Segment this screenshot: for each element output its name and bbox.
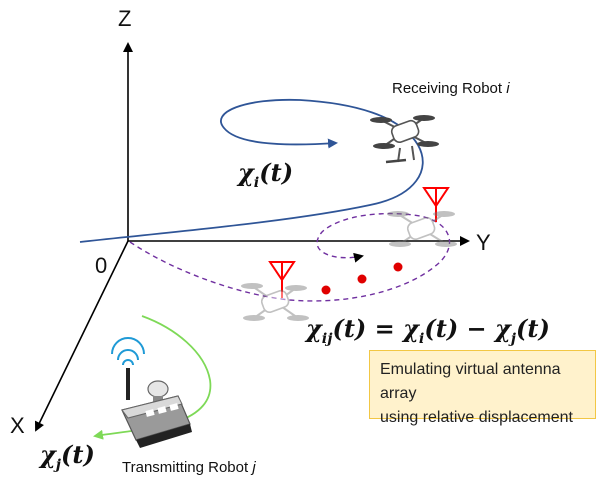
chi-i-label: χi(t) [238,158,293,191]
eq-minus: − [458,314,495,343]
origin-label: 0 [95,253,108,278]
receiving-robot-label: Receiving Robot i [392,80,510,97]
x-axis [35,240,129,432]
receiving-drone-icon [370,115,439,164]
transmitting-robot-text: Transmitting Robot [122,459,253,476]
virtual-element-dot [393,262,403,272]
chi-i-arg: (t) [259,158,294,187]
callout-line-2: using relative displacement [380,409,573,426]
eq-t2-symbol: χ [495,314,511,343]
eq-t1-arg: (t) [424,314,459,343]
z-axis-label: Z [118,6,132,31]
virtual-element-dot [321,285,331,295]
eq-t2-arg: (t) [516,314,550,343]
transmitting-robot-icon [111,337,192,448]
equation: χij(t) = χi(t) − χj(t) [306,314,550,347]
eq-t2-sub: j [510,329,517,347]
antenna-icon [422,187,450,222]
transmitting-robot-index: j [252,459,256,476]
antenna-icon [268,261,296,298]
eq-lhs-sub: ij [321,329,333,347]
chi-i-symbol: χ [238,158,254,187]
receiving-robot-text: Receiving Robot [392,80,507,97]
callout-line-1: Emulating virtual antenna array [380,361,561,402]
callout-box: Emulating virtual antenna array using re… [369,350,596,426]
transmitting-robot-label: Transmitting Robot j [122,459,256,476]
y-axis-label: Y [476,230,491,255]
eq-lhs-arg: (t) [332,314,367,343]
receiving-robot-index: i [506,80,510,97]
chi-j-symbol: χ [40,440,56,469]
chi-i-sub: i [253,173,260,191]
chi-j-arg: (t) [61,440,95,469]
eq-equals: = [366,314,404,343]
chi-j-label: χj(t) [40,440,95,473]
ghost-drone-icon [241,283,309,321]
virtual-trajectory [129,212,451,302]
chi-j-sub: j [55,455,62,473]
eq-t1-sub: i [418,329,425,347]
ghost-drone-icon [387,211,457,247]
virtual-element-dot [357,274,367,284]
x-axis-label: X [10,413,25,438]
eq-lhs-symbol: χ [306,314,322,343]
eq-t1-symbol: χ [403,314,419,343]
